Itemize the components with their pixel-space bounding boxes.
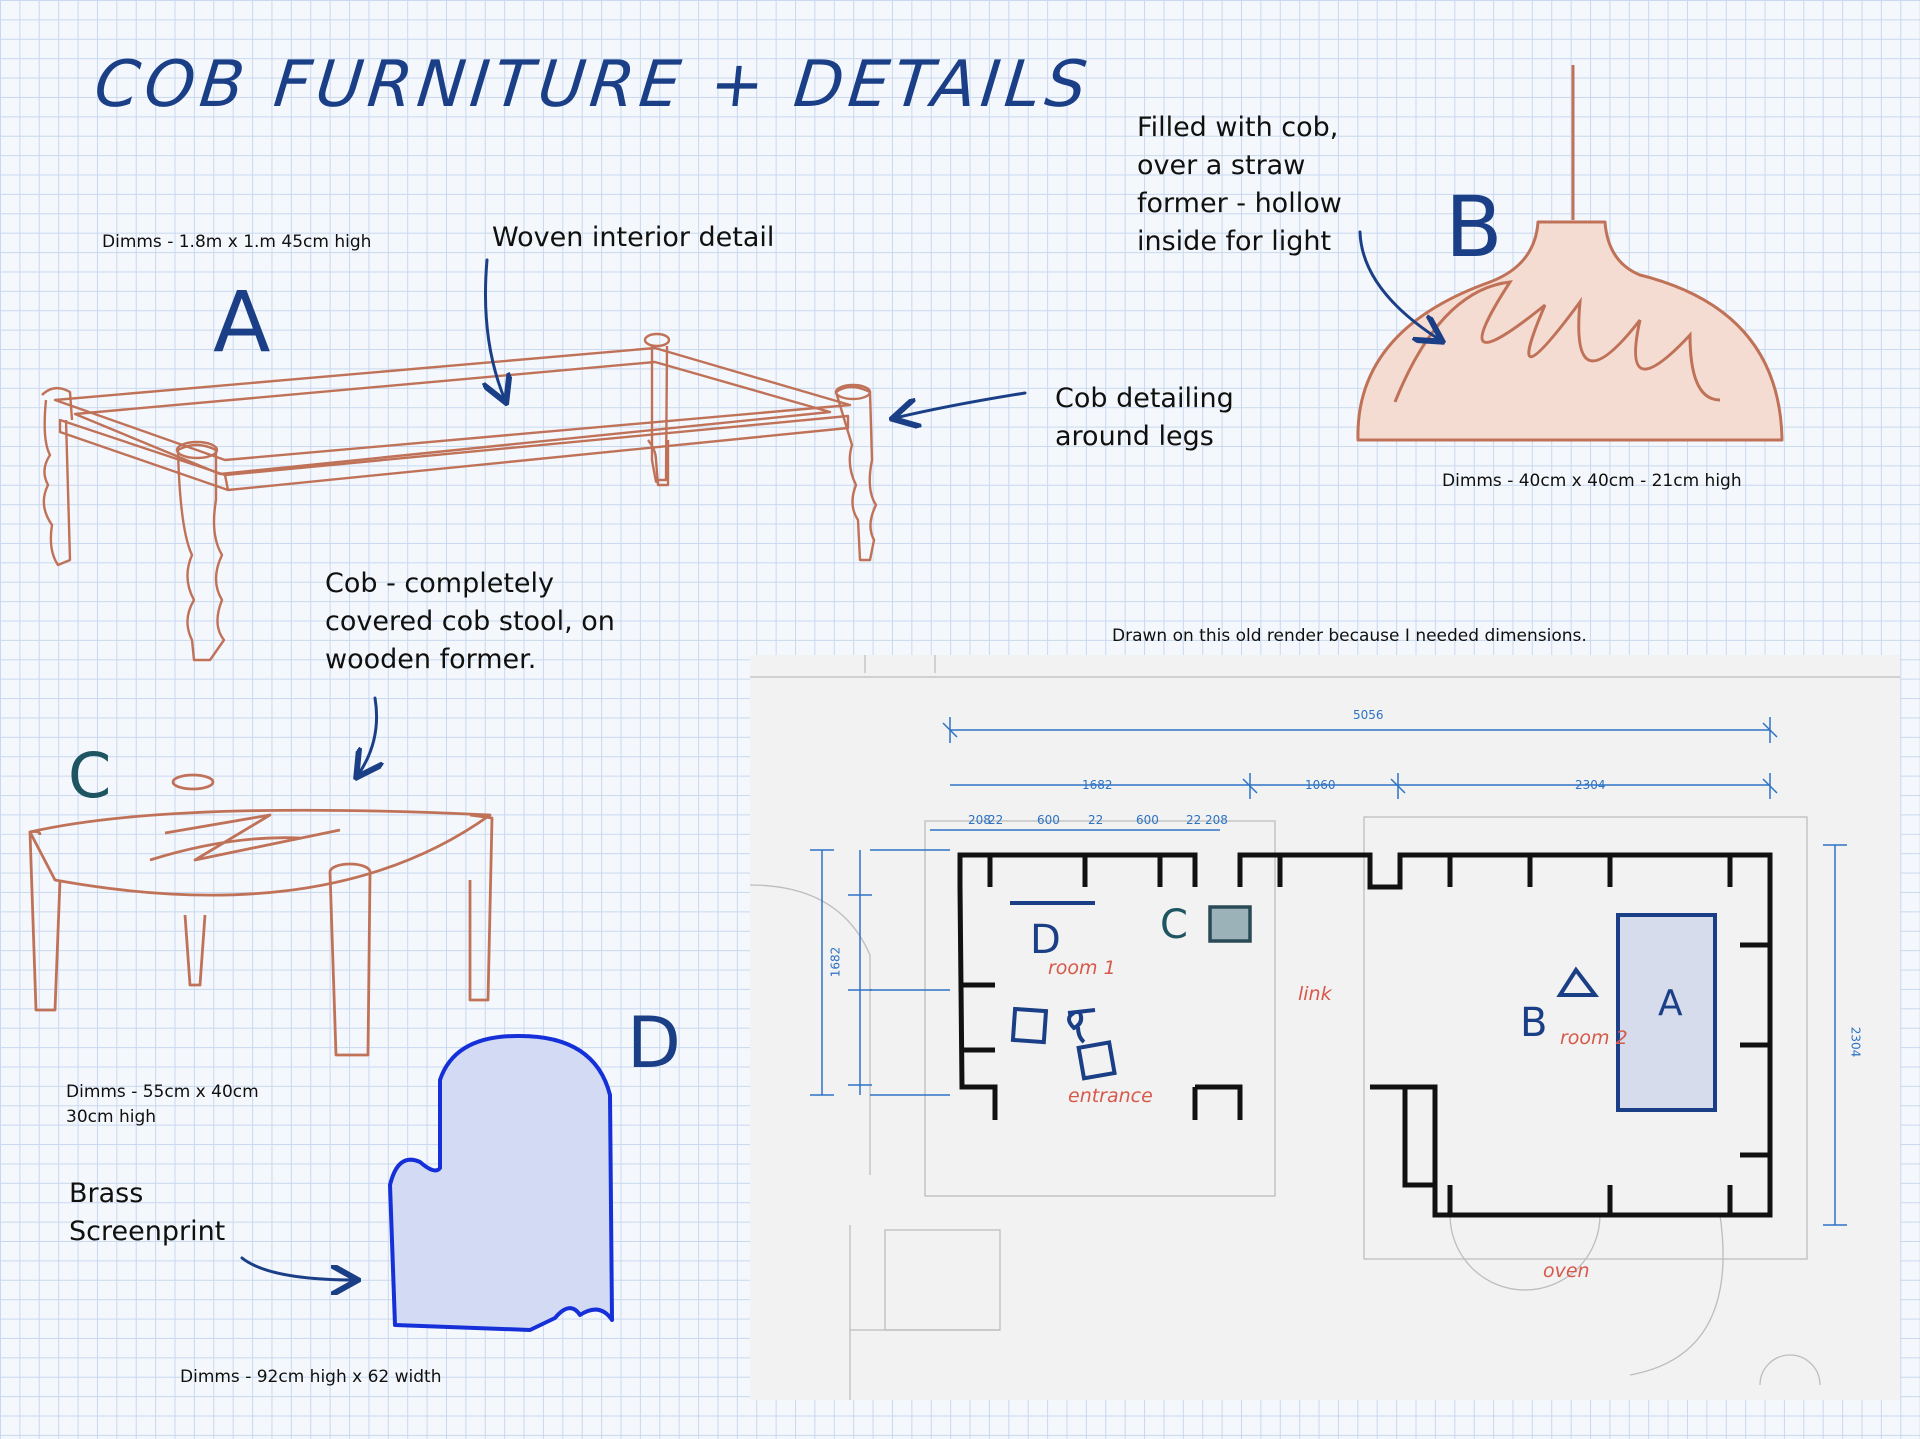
plan-dim-small-left: 22	[988, 813, 1004, 827]
plan-dim-right-total: 2304	[1848, 1026, 1863, 1058]
plan-dim-room2: 2304	[1575, 778, 1606, 792]
plan-dim-mid-right: 600	[1136, 813, 1159, 827]
lamp-b-note-line3: former - hollow	[1137, 188, 1342, 219]
floor-plan-drawing	[750, 655, 1900, 1400]
table-a-legs-note-line2: around legs	[1055, 421, 1214, 452]
plan-oven-label: oven	[1543, 1260, 1590, 1282]
floor-plan-panel: 5056 1682 1060 2304 208 22 600 22 600 22…	[750, 655, 1900, 1400]
plan-link-label: link	[1298, 983, 1332, 1005]
plan-dim-edge-left: 208	[968, 813, 991, 827]
plan-dim-small-right: 22	[1186, 813, 1202, 827]
stool-c-drawing	[28, 773, 494, 1057]
plan-dim-mid-left: 600	[1037, 813, 1060, 827]
lamp-b-letter: B	[1445, 178, 1503, 276]
lamp-b-note-line1: Filled with cob,	[1137, 112, 1339, 143]
stool-c-dimensions-line1: Dimms - 55cm x 40cm	[66, 1082, 259, 1102]
plan-dim-link: 1060	[1305, 778, 1336, 792]
stool-c-letter: C	[68, 739, 112, 812]
plan-dim-edge-right: 208	[1205, 813, 1228, 827]
plan-dim-overall: 5056	[1353, 708, 1384, 722]
screenprint-d-dimensions: Dimms - 92cm high x 62 width	[180, 1367, 442, 1387]
table-a-drawing	[41, 332, 878, 662]
screenprint-d-letter: D	[627, 1002, 681, 1084]
screenprint-d-shape	[388, 1033, 614, 1332]
lamp-b-note-line2: over a straw	[1137, 150, 1306, 181]
lamp-b-note-line4: inside for light	[1137, 226, 1332, 257]
plan-dim-small-mid: 22	[1088, 813, 1104, 827]
stool-c-note-line2: covered cob stool, on	[325, 606, 615, 637]
screenprint-d-note-line1: Brass	[69, 1178, 144, 1209]
plan-mark-a: A	[1658, 983, 1683, 1024]
plan-room1-label: room 1	[1048, 957, 1116, 979]
table-a-dimensions: Dimms - 1.8m x 1.m 45cm high	[102, 232, 372, 252]
table-a-letter: A	[213, 273, 271, 371]
stool-c-note-line3: wooden former.	[325, 644, 537, 675]
plan-entrance-label: entrance	[1068, 1085, 1153, 1107]
table-a-legs-note-line1: Cob detailing	[1055, 383, 1234, 414]
plan-room2-label: room 2	[1560, 1027, 1628, 1049]
plan-mark-c: C	[1160, 902, 1188, 948]
screenprint-d-note-line2: Screenprint	[69, 1216, 226, 1247]
plan-dim-room1: 1682	[1082, 778, 1113, 792]
plan-mark-b: B	[1520, 1000, 1548, 1046]
plan-caption: Drawn on this old render because I neede…	[1112, 626, 1587, 646]
table-a-woven-note: Woven interior detail	[492, 222, 775, 253]
stool-c-dimensions-line2: 30cm high	[66, 1107, 157, 1127]
stool-c-note-line1: Cob - completely	[325, 568, 555, 599]
lamp-b-drawing	[1356, 65, 1784, 442]
plan-dim-left-total: 1682	[828, 946, 843, 978]
lamp-b-dimensions: Dimms - 40cm x 40cm - 21cm high	[1442, 471, 1742, 491]
annotation-arrows	[240, 230, 1440, 1280]
plan-mark-d: D	[1030, 917, 1061, 963]
